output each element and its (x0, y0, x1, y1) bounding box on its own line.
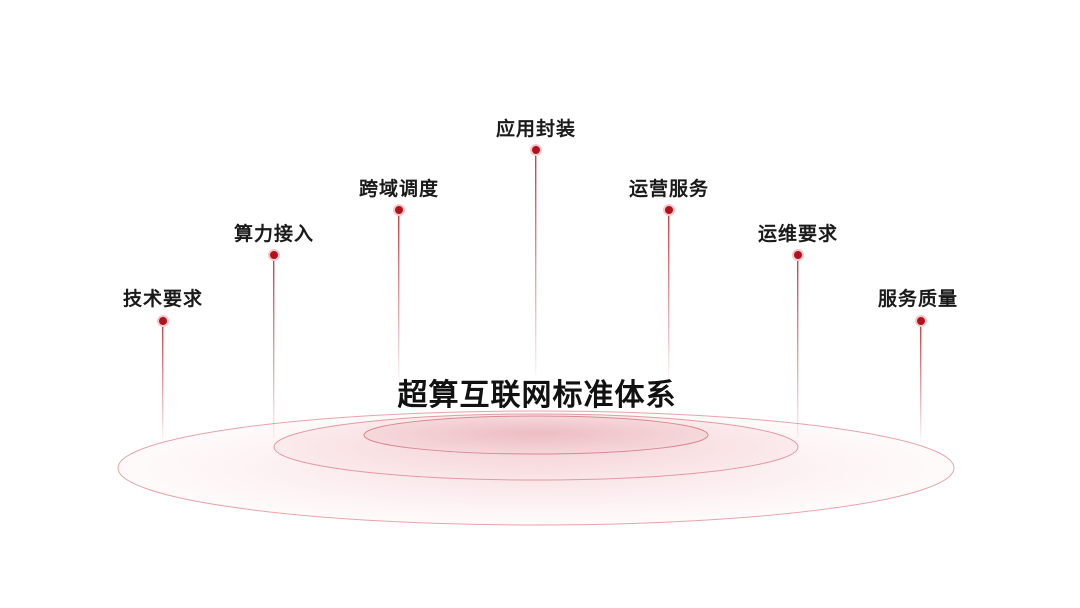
stem-2 (273, 255, 275, 438)
node-label-cross-domain-scheduling: 跨域调度 (358, 178, 440, 200)
stem-7 (920, 321, 922, 439)
dot-3 (393, 204, 405, 216)
node-label-compute-access: 算力接入 (233, 223, 315, 245)
node-dots (157, 144, 927, 327)
stem-4 (535, 150, 537, 375)
stem-6 (797, 255, 799, 438)
stem-5 (668, 210, 670, 380)
node-label-operation-services: 运营服务 (628, 178, 710, 200)
node-label-app-packaging: 应用封装 (495, 118, 577, 140)
node-label-tech-requirements: 技术要求 (122, 288, 204, 310)
inner-ring (363, 415, 709, 455)
dot-2 (268, 249, 280, 261)
dot-5 (663, 204, 675, 216)
node-label-service-quality: 服务质量 (877, 288, 959, 310)
node-label-maintenance-requirements: 运维要求 (757, 223, 839, 245)
dot-1 (157, 315, 169, 327)
dot-7 (915, 315, 927, 327)
stem-1 (162, 321, 164, 439)
dot-4 (530, 144, 542, 156)
dot-6 (792, 249, 804, 261)
stem-3 (398, 210, 400, 380)
diagram-title: 超算互联网标准体系 (397, 378, 677, 413)
